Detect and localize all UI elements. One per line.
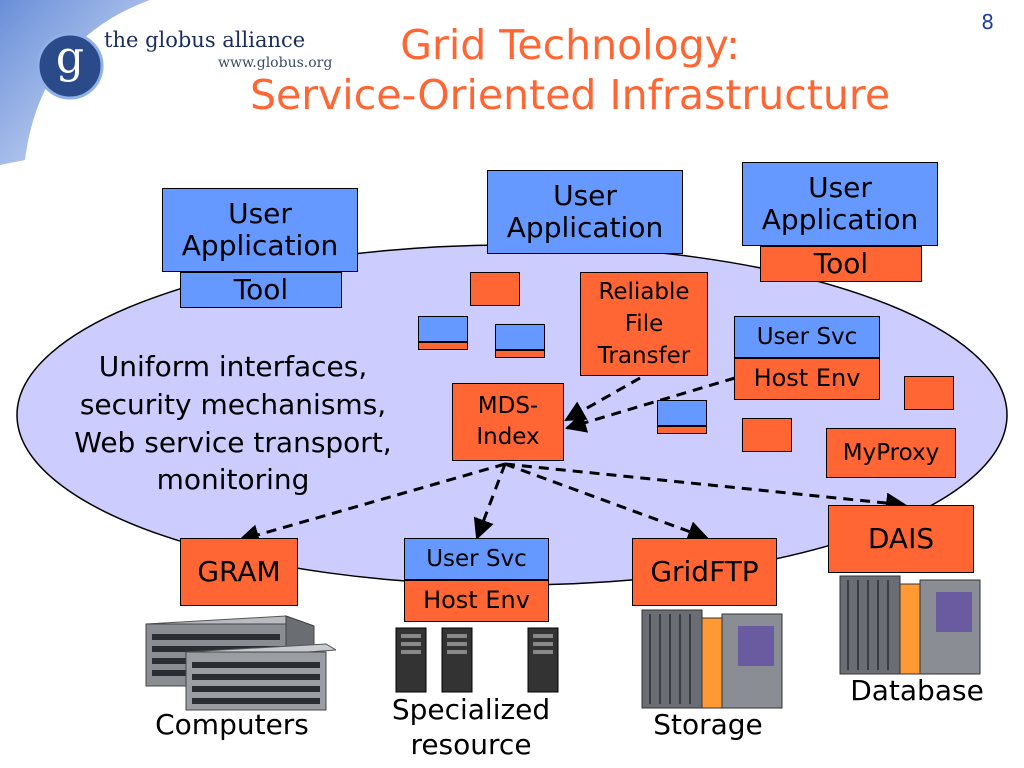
user-application-middle-box: User Application: [487, 170, 683, 254]
service-block-top: [418, 316, 468, 342]
slide-number: 8: [981, 10, 994, 34]
host-env-bottom-box: Host Env: [404, 580, 549, 622]
service-block-top: [657, 400, 707, 426]
service-block-base: [418, 342, 468, 350]
specialized-resource-image: [395, 627, 559, 693]
service-block-base: [495, 350, 545, 358]
logo-swoosh: [0, 0, 150, 165]
tool-right-box: Tool: [760, 246, 922, 282]
host-env-top-box: Host Env: [734, 358, 880, 400]
user-svc-bottom-box: User Svc: [404, 538, 549, 580]
reliable-file-transfer-box: Reliable File Transfer: [580, 272, 708, 376]
user-application-left-box: User Application: [162, 188, 358, 272]
arrow-mds-to-gram: [237, 462, 506, 545]
logo-letter: g: [55, 32, 85, 83]
service-block: [742, 418, 792, 452]
ellipse-line: Uniform interfaces,: [98, 350, 368, 383]
mds-index-box: MDS-Index: [452, 383, 564, 461]
gram-box: GRAM: [180, 538, 298, 606]
arrow-mds-to-usersvc: [473, 463, 507, 540]
arrow-usersvc-to-mds: [564, 376, 736, 433]
service-block-top: [495, 324, 545, 350]
service-block: [470, 272, 520, 306]
database-label: Database: [850, 674, 984, 707]
arrow-mds-to-gridftp: [504, 462, 709, 542]
logo-circle: [38, 34, 102, 98]
storage-image: [641, 609, 783, 709]
service-block-base: [657, 426, 707, 434]
logo-text: the globus alliance: [104, 28, 306, 52]
ellipse-line: security mechanisms,: [79, 387, 387, 421]
storage-label: Storage: [653, 708, 763, 741]
computers-label: Computers: [155, 708, 309, 741]
tool-left-box: Tool: [180, 272, 342, 308]
user-application-right-box: User Application: [742, 162, 938, 246]
service-block: [904, 376, 954, 410]
title-line-2: Service-Oriented Infrastructure: [249, 71, 891, 120]
ellipse-description: Uniform interfaces, security mechanisms,…: [28, 348, 438, 499]
dais-box: DAIS: [828, 505, 974, 573]
slide-title: Grid Technology: Service-Oriented Infras…: [140, 20, 1000, 120]
ellipse-line: Web service transport,: [74, 425, 392, 459]
database-image: [839, 575, 981, 675]
computers-image: [145, 615, 336, 711]
logo-url: www.globus.org: [218, 55, 333, 71]
ellipse-line: monitoring: [156, 463, 310, 497]
user-svc-top-box: User Svc: [734, 316, 880, 358]
specialized-resource-label: Specialized resource: [391, 693, 551, 761]
title-line-1: Grid Technology:: [400, 21, 740, 69]
gridftp-box: GridFTP: [632, 538, 777, 606]
myproxy-box: MyProxy: [826, 428, 956, 478]
